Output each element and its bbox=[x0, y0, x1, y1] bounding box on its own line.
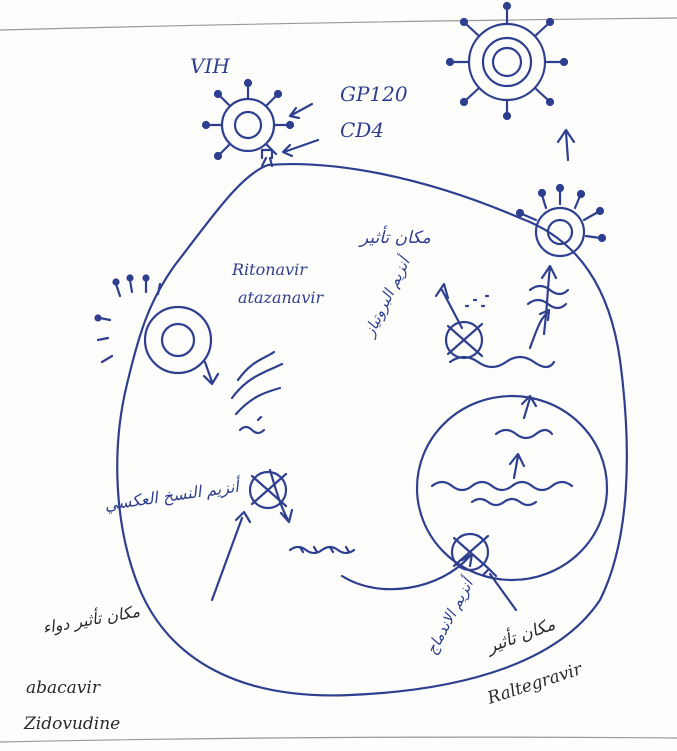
rt-pointer-line bbox=[212, 512, 250, 600]
transcription-arrow bbox=[510, 454, 524, 478]
atazanavir-label: atazanavir bbox=[238, 290, 323, 306]
integrase-pointer-line bbox=[484, 569, 516, 610]
viral-dna-strand bbox=[290, 547, 354, 553]
virus-label: VIH bbox=[190, 56, 230, 76]
viral-rna-strands bbox=[232, 352, 282, 414]
assembly-arrow bbox=[542, 266, 556, 334]
protease-block-symbol bbox=[446, 322, 482, 358]
mrna-in-nucleus bbox=[496, 430, 552, 438]
rna-fragments bbox=[240, 417, 264, 433]
paper-top-line bbox=[0, 18, 677, 30]
integrated-dna bbox=[472, 499, 536, 505]
cd4-label: CD4 bbox=[340, 120, 384, 140]
entry-arrow bbox=[204, 362, 218, 384]
cd4-pointer bbox=[283, 140, 318, 156]
released-virion bbox=[447, 3, 567, 119]
polyprotein-dots bbox=[466, 296, 488, 306]
attaching-virion bbox=[203, 80, 293, 159]
protease-pointer-line bbox=[436, 284, 462, 328]
gp120-pointer bbox=[290, 104, 312, 118]
ritonavir-label: Ritonavir bbox=[232, 262, 307, 278]
abacavir-label: abacavir bbox=[26, 680, 100, 697]
gp120-label: GP120 bbox=[340, 84, 408, 104]
entering-virion bbox=[96, 276, 212, 374]
budding-virion bbox=[517, 185, 605, 256]
paper-bottom-line bbox=[0, 737, 677, 742]
cd4-receptor bbox=[262, 150, 272, 166]
zidovudine-label: Zidovudine bbox=[24, 716, 120, 733]
nucleus bbox=[417, 396, 607, 580]
host-dna bbox=[432, 482, 572, 490]
protease-site-label: مكان تأثير bbox=[360, 230, 431, 247]
release-arrow bbox=[558, 130, 574, 160]
